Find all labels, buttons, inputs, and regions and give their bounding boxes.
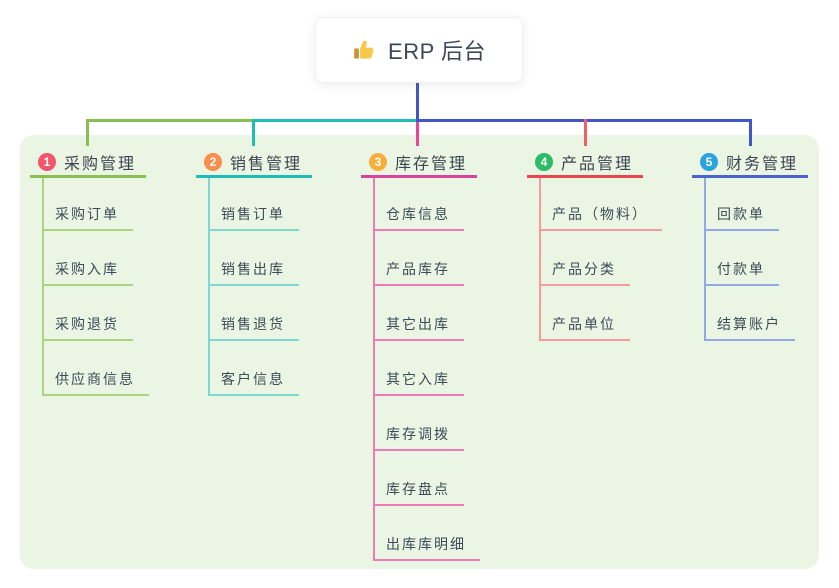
branch-underline [361,175,477,178]
branch-drop-line [749,119,752,146]
branch-number-badge: 2 [204,153,222,171]
child-node[interactable]: 采购入库 [42,261,133,286]
child-node[interactable]: 结算账户 [704,316,795,341]
branch-title: 库存管理 [395,156,468,173]
branch-title: 财务管理 [726,156,799,173]
branch-node[interactable]: 2 销售管理 [204,151,302,173]
branch-title: 销售管理 [230,156,303,173]
child-node[interactable]: 销售出库 [208,261,299,286]
branch-underline [527,175,643,178]
branch-node[interactable]: 1 采购管理 [38,151,136,173]
branch-underline [692,175,808,178]
branch-drop-line [584,119,587,146]
root-title: ERP 后台 [388,39,486,64]
branch-underline [30,175,146,178]
child-node[interactable]: 产品（物料） [539,206,662,231]
child-node[interactable]: 销售订单 [208,206,299,231]
child-node[interactable]: 产品库存 [373,261,464,286]
branch-underline [196,175,312,178]
child-node[interactable]: 付款单 [704,261,779,286]
branch-title: 产品管理 [561,156,634,173]
child-connector-line [208,178,210,396]
child-node[interactable]: 采购退货 [42,316,133,341]
branch-drop-line [86,119,89,146]
branch-number-badge: 4 [535,153,553,171]
child-node[interactable]: 库存调拨 [373,426,464,451]
child-node[interactable]: 客户信息 [208,371,299,396]
root-node[interactable]: ERP 后台 [315,17,523,83]
child-node[interactable]: 销售退货 [208,316,299,341]
child-connector-line [539,178,541,341]
branch-title: 采购管理 [64,156,137,173]
branch-node[interactable]: 4 产品管理 [535,151,633,173]
child-node[interactable]: 供应商信息 [42,371,149,396]
branch-number-badge: 5 [700,153,718,171]
branch-drop-line [416,122,419,146]
child-node[interactable]: 仓库信息 [373,206,464,231]
child-connector-line [42,178,44,396]
branch-number-badge: 1 [38,153,56,171]
root-connector-line [416,83,419,122]
branch-node[interactable]: 3 库存管理 [369,151,467,173]
child-node[interactable]: 其它入库 [373,371,464,396]
branches-panel [20,135,819,569]
child-node[interactable]: 产品单位 [539,316,630,341]
branch-node[interactable]: 5 财务管理 [700,151,798,173]
child-node[interactable]: 采购订单 [42,206,133,231]
branch-drop-line [252,119,255,146]
child-node[interactable]: 出库库明细 [373,536,480,561]
child-node[interactable]: 回款单 [704,206,779,231]
child-connector-line [373,178,375,561]
trunk-segment [254,119,416,122]
branch-number-badge: 3 [369,153,387,171]
trunk-segment [86,119,254,122]
thumbs-up-icon [352,37,378,63]
child-node[interactable]: 库存盘点 [373,481,464,506]
child-connector-line [704,178,706,341]
child-node[interactable]: 其它出库 [373,316,464,341]
child-node[interactable]: 产品分类 [539,261,630,286]
